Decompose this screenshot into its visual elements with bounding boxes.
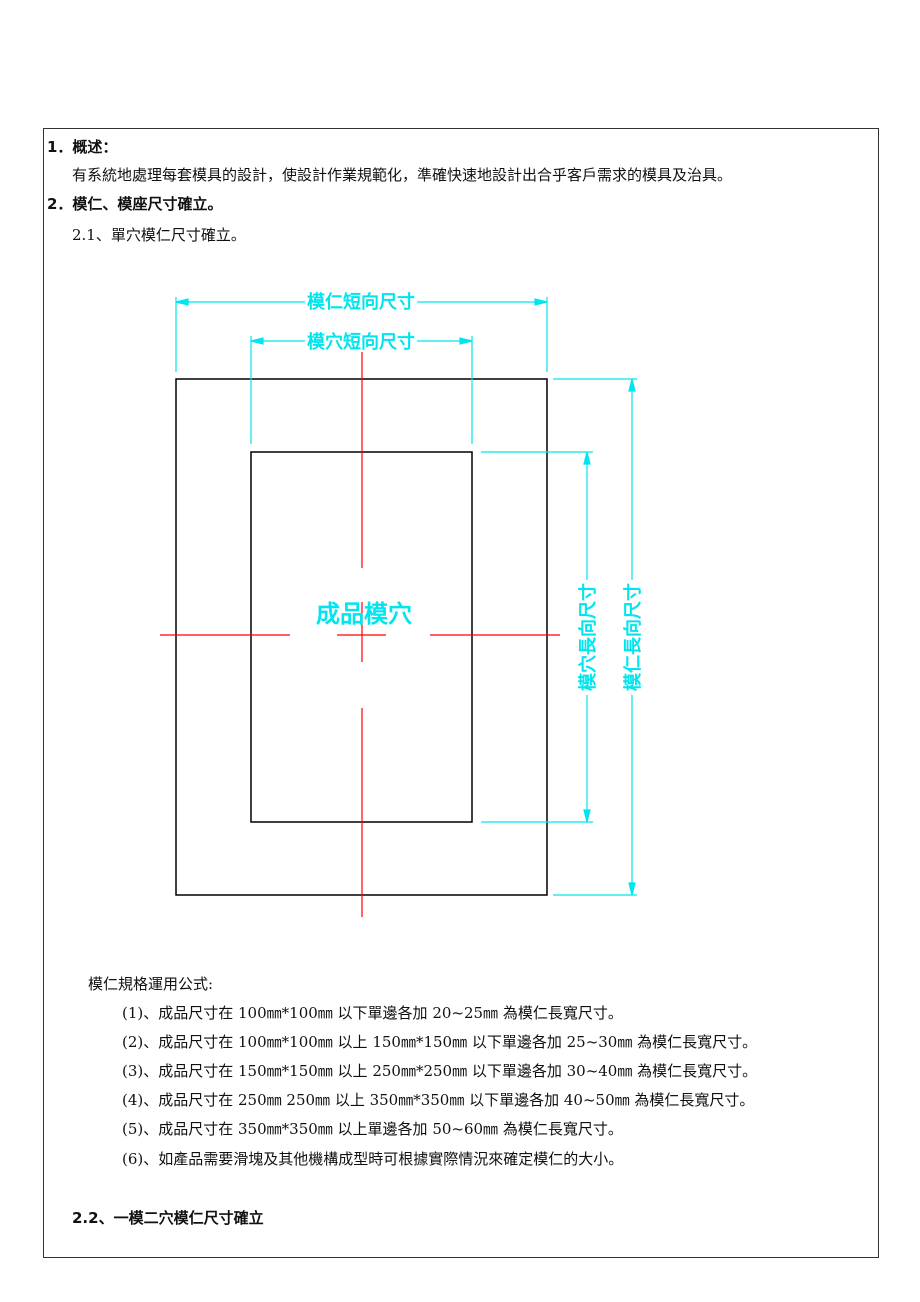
formula-item: (3)、成品尺寸在 150㎜*150㎜ 以上 250㎜*250㎜ 以下單邊各加 … xyxy=(122,1062,758,1080)
cavity-long-dimension-label: 模穴長向尺寸 xyxy=(577,583,599,691)
centerlines xyxy=(160,352,560,917)
section-2-1-heading: 2.1、單穴模仁尺寸確立。 xyxy=(72,226,246,244)
formula-item: (1)、成品尺寸在 100㎜*100㎜ 以下單邊各加 20~25㎜ 為模仁長寬尺… xyxy=(122,1004,623,1022)
formula-item: (4)、成品尺寸在 250㎜ 250㎜ 以上 350㎜*350㎜ 以下單邊各加 … xyxy=(122,1091,755,1109)
core-long-dimension-label: 模仁長向尺寸 xyxy=(622,583,644,691)
formula-item: (5)、成品尺寸在 350㎜*350㎜ 以上單邊各加 50~60㎜ 為模仁長寬尺… xyxy=(122,1120,623,1138)
cavity-short-dimension-label: 模穴短向尺寸 xyxy=(307,331,415,353)
section-2-2-heading: 2.2、一模二穴模仁尺寸確立 xyxy=(72,1209,264,1227)
core-short-dimension-label: 模仁短向尺寸 xyxy=(307,291,415,313)
formula-item: (6)、如產品需要滑塊及其他機構成型時可根據實際情況來確定模仁的大小。 xyxy=(122,1150,624,1168)
page-border xyxy=(43,128,879,1258)
formula-title: 模仁規格運用公式: xyxy=(88,975,214,993)
section-2-heading: 2．模仁、模座尺寸確立。 xyxy=(47,195,223,213)
section-1-heading: 1．概述： xyxy=(47,138,118,156)
formula-item: (2)、成品尺寸在 100㎜*100㎜ 以上 150㎜*150㎜ 以下單邊各加 … xyxy=(122,1033,758,1051)
dimension-lines xyxy=(175,297,637,896)
product-cavity-label: 成品模穴 xyxy=(316,600,412,628)
section-1-body: 有系統地處理每套模具的設計，使設計作業規範化，準確快速地設計出合乎客戶需求的模具… xyxy=(72,166,733,184)
